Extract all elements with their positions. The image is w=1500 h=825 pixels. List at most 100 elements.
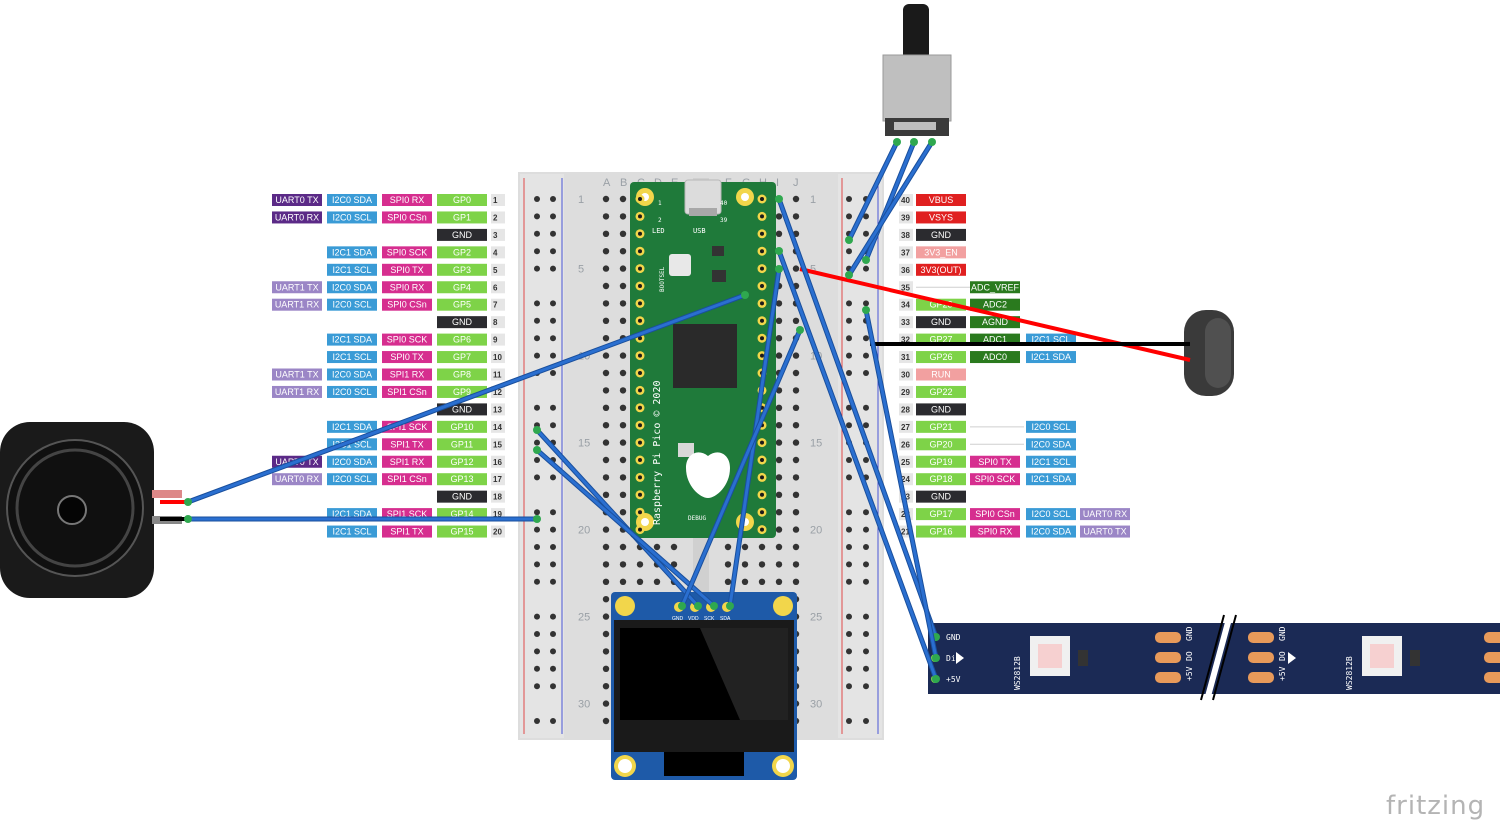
breadboard-hole (758, 561, 766, 568)
pin-number-box (899, 438, 913, 451)
pin-label-gp (437, 211, 487, 224)
pico-pin-hole (638, 284, 642, 288)
wire-blue (864, 308, 938, 660)
strip-pad-label: +5V (1278, 666, 1287, 681)
rail-hole (550, 404, 556, 411)
pico-pin-hole (638, 197, 642, 201)
rail-hole (863, 422, 869, 429)
pin-number: 28 (901, 405, 910, 414)
rail-hole (863, 404, 869, 411)
pin-label-pwrlight (916, 368, 966, 381)
wire-endpoint (775, 247, 783, 255)
potentiometer[interactable] (882, 4, 952, 136)
pico-vertical-text: Raspberry Pi Pico © 2020 (652, 381, 663, 526)
rail-hole (550, 648, 556, 655)
pin-label-i2c (1026, 420, 1076, 433)
pin-number-box (491, 228, 505, 241)
pin-label-gp (437, 298, 487, 311)
bootsel-button[interactable] (669, 254, 691, 276)
pico-debug-label: DEBUG (688, 515, 706, 522)
wire-endpoint (741, 291, 749, 299)
pin-label-text: UART1 TX (275, 370, 318, 380)
pico-pin-number: 40 (720, 200, 728, 207)
rail-hole (846, 248, 852, 255)
pin-number-box (491, 438, 505, 451)
pin-label-text: GP12 (450, 457, 473, 467)
wire-blue (186, 293, 747, 504)
wire-endpoint (845, 271, 853, 279)
pin-number-box (899, 281, 913, 294)
wire-endpoint (710, 602, 718, 610)
strip-pad-label: GND (946, 633, 961, 642)
breadboard-hole (602, 596, 610, 603)
pin-number-box (899, 368, 913, 381)
rail-hole (846, 300, 852, 307)
rail-hole (863, 230, 869, 237)
pot-knob[interactable] (903, 4, 929, 60)
pin-label-text: GP14 (450, 509, 473, 519)
pin-label-i2c (327, 298, 377, 311)
breadboard-hole (792, 456, 800, 464)
pin-label-text: UART0 RX (1083, 509, 1127, 519)
rail-hole (534, 648, 540, 655)
breadboard-hole (792, 265, 800, 272)
rail-hole (863, 300, 869, 307)
pico-pin-hole (638, 458, 642, 462)
pin-label-gp (437, 473, 487, 486)
pin-label-spi (970, 508, 1020, 521)
pin-number-box (899, 246, 913, 259)
wire-blue (864, 140, 916, 262)
rail-hole (846, 631, 852, 637)
pin-number: 29 (901, 388, 910, 397)
pin-label-text: 3V3_EN (924, 247, 958, 257)
rail-hole (550, 335, 556, 342)
pin-label-spi (970, 455, 1020, 468)
strip-pad-label: +5V (1185, 666, 1194, 681)
breadboard-column-label: I (776, 177, 779, 189)
breadboard-hole (758, 543, 766, 551)
pico-pin-hole (760, 231, 764, 236)
breadboard-hole (602, 213, 610, 220)
wire-endpoint (862, 306, 870, 314)
pin-label-text: ADC1 (983, 335, 1007, 345)
wire-endpoint (862, 256, 870, 264)
pin-label-i2c (327, 368, 377, 381)
rail-hole (534, 526, 540, 533)
rail-hole (863, 665, 869, 672)
breadboard-hole (602, 404, 610, 411)
pin-number: 27 (901, 423, 910, 432)
breadboard-hole (602, 422, 610, 429)
pin-label-text: I2C1 SCL (1031, 335, 1070, 345)
pin-label-text: SPI1 CSn (387, 474, 427, 484)
pin-number-box (491, 281, 505, 294)
pin-label-uart1 (272, 385, 322, 398)
pin-label-text: I2C0 SDA (332, 282, 372, 292)
breadboard-hole (792, 352, 800, 359)
rail-hole (534, 509, 540, 516)
breadboard-hole (602, 474, 610, 481)
strip-pad (1484, 632, 1500, 643)
pin-number: 36 (901, 266, 910, 275)
pico-pin-hole (638, 336, 642, 341)
rp2040-chip (673, 324, 737, 388)
breadboard-hole (619, 387, 627, 394)
pin-label-text: I2C0 SDA (332, 370, 372, 380)
pin-number: 25 (901, 458, 910, 467)
pico-pin-hole (760, 318, 764, 323)
rail-hole (550, 613, 556, 620)
pico-pin-hole (760, 475, 764, 480)
pin-label-text: I2C0 SCL (332, 387, 371, 397)
pin-label-i2c (327, 211, 377, 224)
pin-label-i2c (1026, 473, 1076, 486)
pin-label-text: GND (931, 317, 952, 327)
pin-label-gnd (916, 228, 966, 241)
pico-pin-hole (638, 527, 642, 532)
rail-hole (846, 665, 852, 672)
mic-mesh (1205, 318, 1231, 388)
pin-number: 26 (901, 440, 910, 449)
breadboard-hole (602, 630, 610, 638)
rail-hole (863, 613, 869, 620)
pin-label-text: I2C0 SDA (1031, 439, 1071, 449)
breadboard-hole (602, 369, 610, 377)
